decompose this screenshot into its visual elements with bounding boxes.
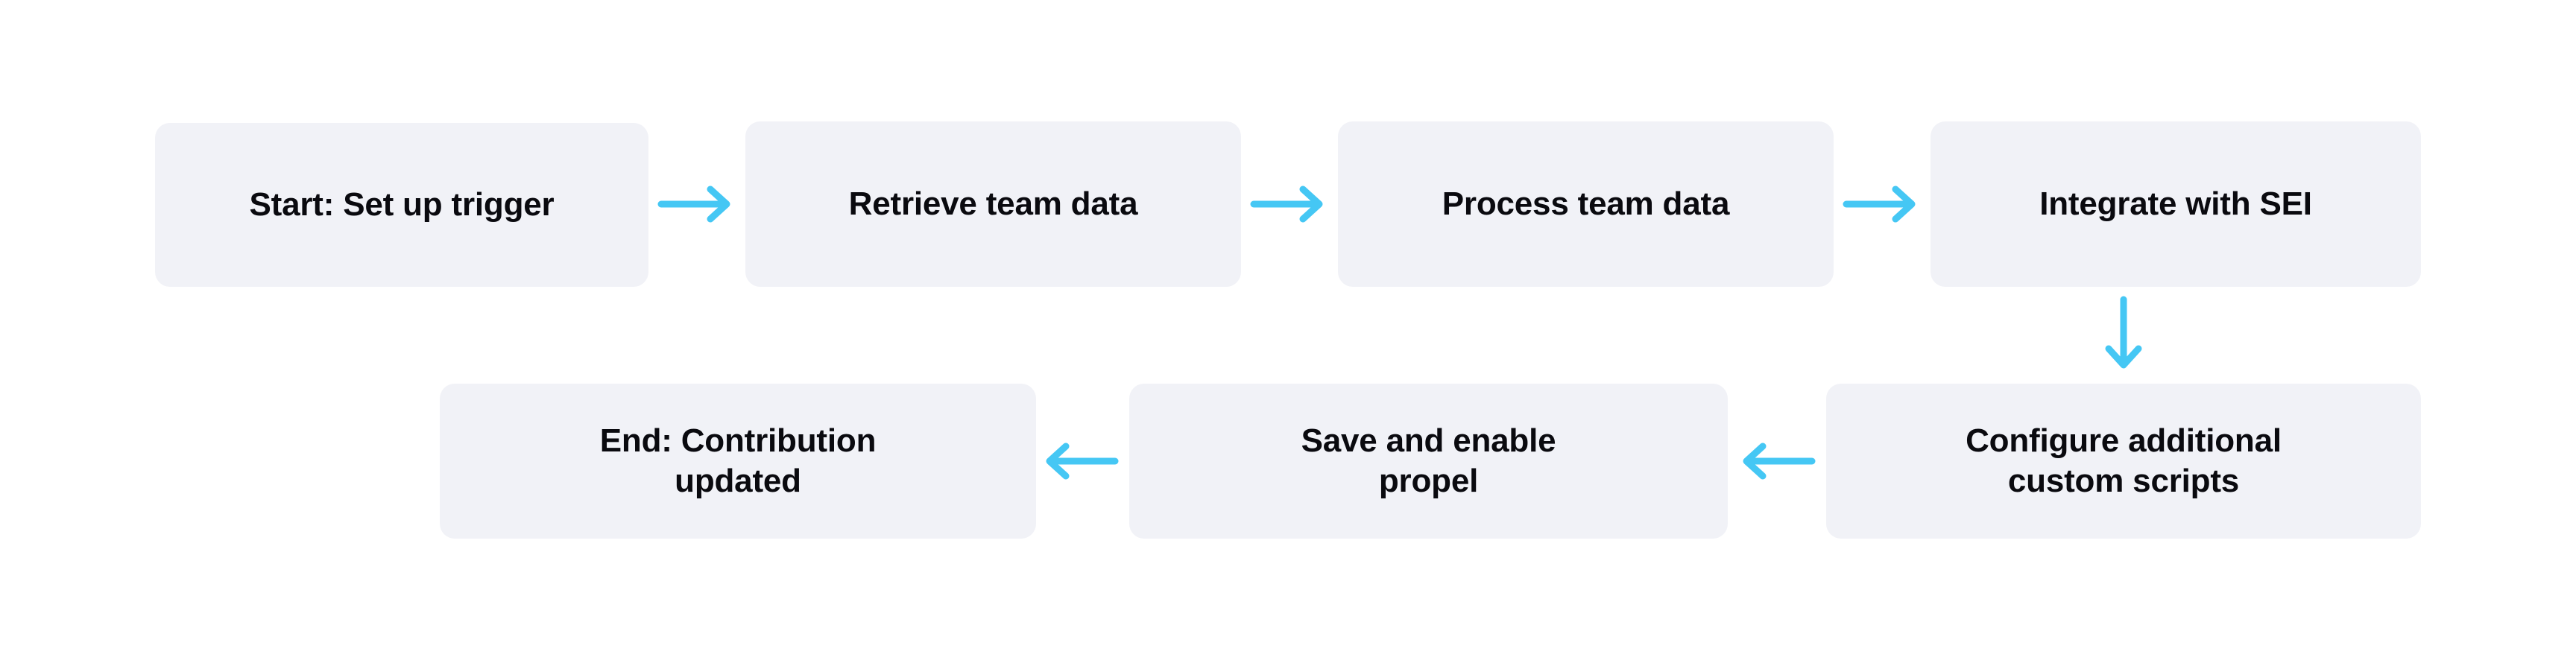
flow-node-save-and-enable-propel[interactable]: Save and enable propel: [1129, 384, 1728, 539]
arrow-start-to-retrieve: [657, 185, 734, 223]
flow-node-configure-custom-scripts[interactable]: Configure additional custom scripts: [1826, 384, 2421, 539]
flow-node-save-and-enable-propel-label: Save and enable propel: [1301, 422, 1556, 499]
flow-node-process-team-data[interactable]: Process team data: [1338, 121, 1834, 287]
arrow-retrieve-to-process: [1250, 185, 1327, 223]
flow-node-integrate-with-sei[interactable]: Integrate with SEI: [1931, 121, 2421, 287]
flow-node-end-contribution-updated[interactable]: End: Contribution updated: [440, 384, 1036, 539]
flow-node-start[interactable]: Start: Set up trigger: [155, 123, 648, 287]
arrow-process-to-integrate: [1843, 185, 1919, 223]
flow-node-configure-custom-scripts-label: Configure additional custom scripts: [1966, 422, 2282, 499]
flow-node-retrieve-team-data-label: Retrieve team data: [848, 186, 1138, 223]
flow-node-process-team-data-label: Process team data: [1442, 186, 1730, 223]
arrow-save-to-end: [1042, 442, 1119, 481]
flow-node-start-label: Start: Set up trigger: [249, 186, 555, 223]
flow-node-integrate-with-sei-label: Integrate with SEI: [2039, 186, 2312, 223]
flow-node-retrieve-team-data[interactable]: Retrieve team data: [745, 121, 1241, 287]
arrow-configure-to-save: [1739, 442, 1816, 481]
arrow-integrate-to-configure: [2104, 296, 2143, 372]
flow-node-end-contribution-updated-label: End: Contribution updated: [599, 422, 877, 499]
